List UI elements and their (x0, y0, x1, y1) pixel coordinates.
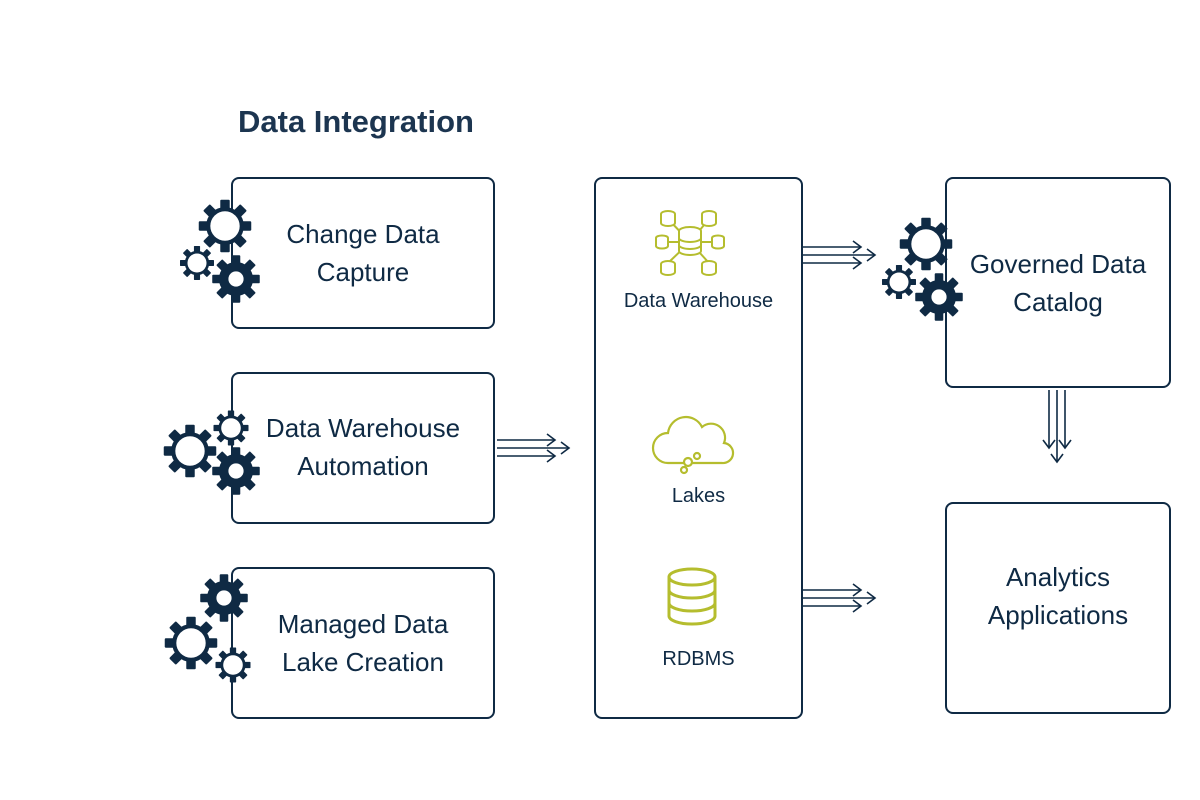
arrow-right-icon (496, 433, 570, 463)
gear-icon (213, 410, 249, 446)
gear-icon (163, 424, 217, 478)
gear-cluster-change-data-capture (180, 199, 260, 303)
gear-icon (882, 265, 916, 299)
gear-icon (899, 217, 953, 271)
gear-icon (915, 273, 963, 321)
data-warehouse-automation-label: Data Warehouse Automation (265, 413, 461, 481)
arrow-right-icon (802, 240, 876, 270)
gear-icon (215, 647, 251, 683)
gear-icon (164, 616, 218, 670)
arrow-down-icon (1042, 389, 1072, 463)
managed-data-lake-creation-label: Managed Data Lake Creation (277, 609, 449, 677)
analytics-applications-label: Analytics Applications (987, 562, 1129, 630)
change-data-capture-box (231, 177, 495, 329)
gear-cluster-managed-data-lake-creation (164, 574, 251, 683)
cloud-gear-icon (651, 415, 735, 475)
gear-cluster-data-warehouse-automation (163, 410, 260, 495)
database-cylinder-icon (667, 567, 717, 626)
change-data-capture-label: Change Data Capture (286, 219, 440, 287)
governed-data-catalog-box (945, 177, 1171, 388)
analytics-applications-box (945, 502, 1171, 714)
gear-icon (212, 255, 260, 303)
arrow-right-icon (802, 583, 876, 613)
rdbms-label: RDBMS (662, 648, 735, 670)
gear-icon (200, 574, 248, 622)
data-warehouse-automation-box (231, 372, 495, 524)
lakes-label: Lakes (671, 485, 726, 507)
gear-icon (180, 246, 214, 280)
gear-icon (212, 447, 260, 495)
managed-data-lake-creation-box (231, 567, 495, 719)
gear-cluster-governed-data-catalog (882, 217, 963, 321)
storage-container (594, 177, 803, 719)
database-network-icon (655, 210, 725, 276)
gear-icon (198, 199, 252, 253)
governed-data-catalog-label: Governed Data Catalog (969, 249, 1147, 317)
diagram-title: Data Integration (238, 104, 474, 139)
data-warehouse-label: Data Warehouse (623, 290, 774, 312)
